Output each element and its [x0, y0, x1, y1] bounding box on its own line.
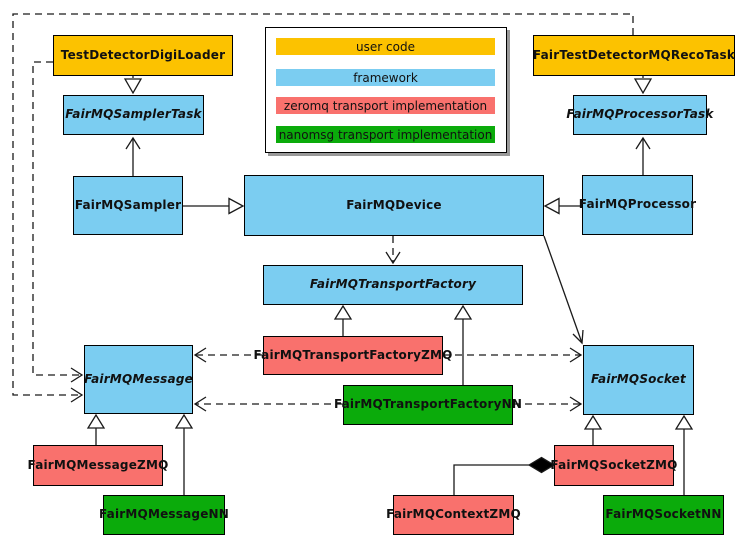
edge-fairmqtransportfactorynn-fairmqmessage [193, 396, 343, 412]
class-box-fairmqtransportfactorynn: FairMQTransportFactoryNN [334, 385, 522, 425]
edge-fairmqtransportfactoryzmq-fairmqsocket [443, 347, 583, 363]
class-box-fairmqcontextzmq: FairMQContextZMQ [386, 495, 521, 535]
class-name: FairMQProcessorTask [566, 107, 714, 122]
class-name: FairMQSocket [591, 372, 686, 387]
edge-testdetectordigiloader-fairmqmessage [32, 61, 84, 383]
edge-fairmqsampler-fairmqsamplertask [125, 136, 141, 176]
class-name: FairTestDetectorMQRecoTask [532, 47, 736, 62]
edge-fairmqdevice-fairmqsocket [543, 235, 584, 345]
edge-fairmqcontextzmq-fairmqsocketzmq [453, 456, 556, 495]
legend-item-nanomsg: nanomsg transport implementation [276, 126, 495, 143]
edge-fairmqsampler-fairmqdevice [183, 197, 245, 215]
legend-label: user code [356, 39, 415, 54]
class-box-fairmqdevice: FairMQDevice [244, 175, 544, 236]
edge-fairmqtransportfactorynn-fairmqtransportfactory [453, 304, 473, 385]
edge-fairmqdevice-fairmqtransportfactory [385, 236, 401, 265]
legend-item-framework: framework [276, 69, 495, 86]
class-name: FairMQTransportFactoryNN [333, 397, 523, 412]
edge-fairmqsocketnn-fairmqsocket [674, 414, 694, 495]
class-box-fairmqsampler: FairMQSampler [73, 176, 183, 235]
edge-testdetectordigiloader-fairmqsamplertask [123, 76, 143, 95]
class-name: FairMQMessageNN [98, 507, 230, 522]
legend-label: nanomsg transport implementation [278, 127, 493, 142]
class-box-fairtestdetectormqrecotask: FairTestDetectorMQRecoTask [533, 35, 735, 76]
class-name: FairMQDevice [346, 197, 442, 212]
class-box-testdetectordigiloader: TestDetectorDigiLoader [53, 35, 233, 76]
class-box-fairmqmessage: FairMQMessage [84, 345, 193, 414]
class-name: FairMQSocketNN [605, 507, 722, 522]
edge-fairmqtransportfactoryzmq-fairmqtransportfactory [333, 304, 353, 336]
class-name: FairMQSocketZMQ [550, 457, 678, 472]
legend-label: zeromq transport implementation [283, 98, 488, 113]
class-box-fairmqtransportfactory: FairMQTransportFactory [263, 265, 523, 305]
class-box-fairmqprocessor: FairMQProcessor [578, 175, 697, 235]
edge-fairmqtransportfactorynn-fairmqsocket [513, 396, 583, 412]
edge-fairmqmessagenn-fairmqmessage [174, 413, 194, 495]
class-name: FairMQTransportFactory [309, 277, 477, 292]
legend-label: framework [353, 70, 418, 85]
class-box-fairmqmessagezmq: FairMQMessageZMQ [28, 445, 168, 486]
class-name: FairMQContextZMQ [386, 507, 521, 522]
class-name: FairMQSamplerTask [65, 107, 202, 122]
edge-fairtestdetectormqrecotask-fairmqprocessortask [633, 76, 653, 95]
class-box-fairmqsamplertask: FairMQSamplerTask [63, 95, 204, 135]
class-box-fairmqsocketnn: FairMQSocketNN [603, 495, 724, 535]
legend-item-user-code: user code [276, 38, 495, 55]
legend-item-zeromq: zeromq transport implementation [276, 97, 495, 114]
class-box-fairmqtransportfactoryzmq: FairMQTransportFactoryZMQ [253, 336, 452, 375]
edge-fairtestdetectormqrecotask-fairmqmessage [12, 13, 634, 403]
edge-fairmqmessagezmq-fairmqmessage [86, 413, 106, 445]
class-name: FairMQMessageZMQ [27, 457, 169, 472]
legend: user code framework zeromq transport imp… [265, 27, 507, 153]
edge-fairmqtransportfactoryzmq-fairmqmessage [193, 347, 263, 363]
class-name: FairMQTransportFactoryZMQ [253, 347, 453, 362]
class-box-fairmqprocessortask: FairMQProcessorTask [566, 95, 713, 135]
class-name: TestDetectorDigiLoader [60, 47, 226, 62]
class-box-fairmqsocket: FairMQSocket [583, 345, 694, 415]
edge-fairmqprocessor-fairmqprocessortask [635, 136, 651, 176]
class-name: FairMQSampler [74, 197, 182, 212]
edge-fairmqsocketzmq-fairmqsocket [583, 414, 603, 445]
edge-fairmqprocessor-fairmqdevice [543, 197, 582, 215]
class-box-fairmqmessagenn: FairMQMessageNN [99, 495, 229, 535]
class-name: FairMQMessage [84, 371, 193, 386]
class-box-fairmqsocketzmq: FairMQSocketZMQ [550, 445, 677, 486]
class-name: FairMQProcessor [578, 197, 697, 212]
